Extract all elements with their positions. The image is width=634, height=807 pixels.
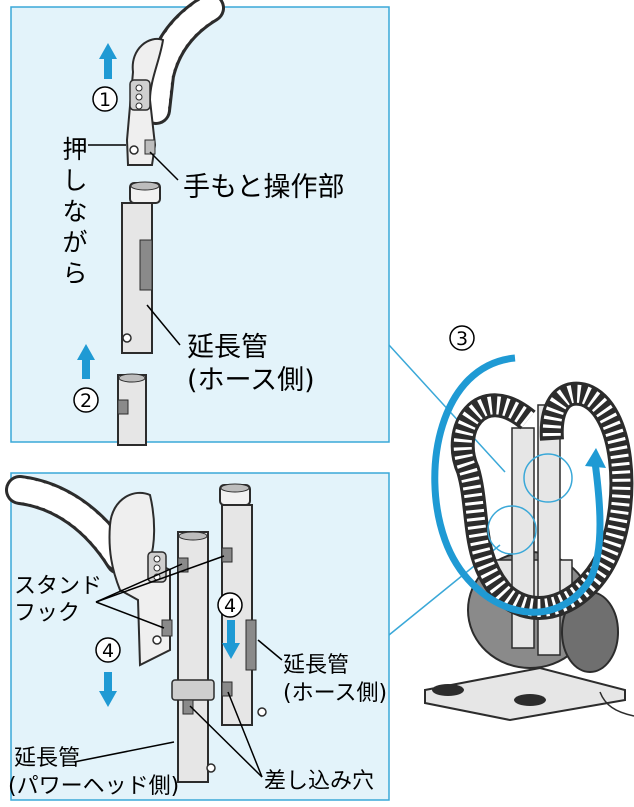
pipe-stub-top <box>117 373 147 446</box>
pipe-hose-side-top <box>121 181 161 354</box>
step-3-badge: 3 <box>449 325 475 351</box>
focus-circle-bottom <box>487 505 537 555</box>
up-arrow-step1 <box>99 43 117 79</box>
pipe-power-leader-line <box>73 741 175 763</box>
step-4-badge-left: 4 <box>95 637 121 663</box>
rotation-arrow <box>431 354 604 616</box>
pipe-top-leader-line <box>146 304 181 346</box>
insertion-hole-label: 差し込み穴 <box>264 769 374 794</box>
up-arrow-step2 <box>77 344 95 379</box>
power-cord <box>599 691 634 717</box>
pipe-hose-leader-line <box>257 639 283 661</box>
down-arrow-left <box>99 672 117 707</box>
stand-hook-label-line2: フック <box>14 601 80 626</box>
pipe-top-label-line1: 延長管 <box>187 332 268 363</box>
step-2-number: 2 <box>80 390 92 412</box>
stand-hook-leader-3 <box>95 601 165 629</box>
press-label: 押 し な が ら <box>62 135 87 288</box>
press-label-char-4: が <box>62 228 87 257</box>
focus-circle-top <box>523 453 573 503</box>
pipe-power-label-line2: (パワーヘッド側) <box>8 774 179 799</box>
insertion-leader-2 <box>227 691 263 778</box>
press-label-char-5: ら <box>62 259 87 288</box>
down-arrow-right <box>222 620 240 659</box>
pipe-power-label-line1: 延長管 <box>14 746 80 771</box>
top-panel-frame <box>10 6 390 443</box>
top-panel: 1 2 押 し な が ら 手もと操作部 延長管 (ホース側) <box>10 0 390 446</box>
top-hose-ribs <box>144 0 222 122</box>
stand-hook-label-line1: スタンド <box>14 574 102 599</box>
stand-base-hole-2 <box>514 694 546 706</box>
cleaner-overview: 3 <box>388 325 634 722</box>
bottom-panel: 4 4 スタンド フック 延長管 (ホース側) 差し込み穴 延長管 (パワーヘッ… <box>5 472 390 801</box>
pipe-top-label-line2: (ホース側) <box>187 365 315 396</box>
stand-hook-leader-1 <box>95 563 183 603</box>
step-1-badge: 1 <box>92 86 118 112</box>
stand-hook-leader-2 <box>95 555 225 603</box>
bottom-handle <box>108 491 173 667</box>
stand-base-hole-1 <box>432 684 464 696</box>
step-4-number-left: 4 <box>102 640 114 662</box>
pipe-hose-label-line2: (ホース側) <box>283 681 387 706</box>
step-4-badge-right: 4 <box>217 592 243 618</box>
pipe-power-side <box>171 531 216 783</box>
step-4-number-right: 4 <box>224 595 236 617</box>
step-1-number: 1 <box>99 89 111 111</box>
press-label-char-3: な <box>62 197 87 226</box>
handle-leader-line <box>149 151 179 181</box>
press-label-char-1: 押 <box>62 135 87 164</box>
rotation-arrow-head <box>585 448 606 468</box>
handle-grip <box>125 37 165 166</box>
insertion-leader-1 <box>189 705 263 778</box>
step-3-number: 3 <box>456 328 468 350</box>
handle-label: 手もと操作部 <box>183 172 344 203</box>
press-label-char-2: し <box>62 166 87 195</box>
step-2-badge: 2 <box>73 387 99 413</box>
pipe-hose-label-line1: 延長管 <box>283 653 349 678</box>
